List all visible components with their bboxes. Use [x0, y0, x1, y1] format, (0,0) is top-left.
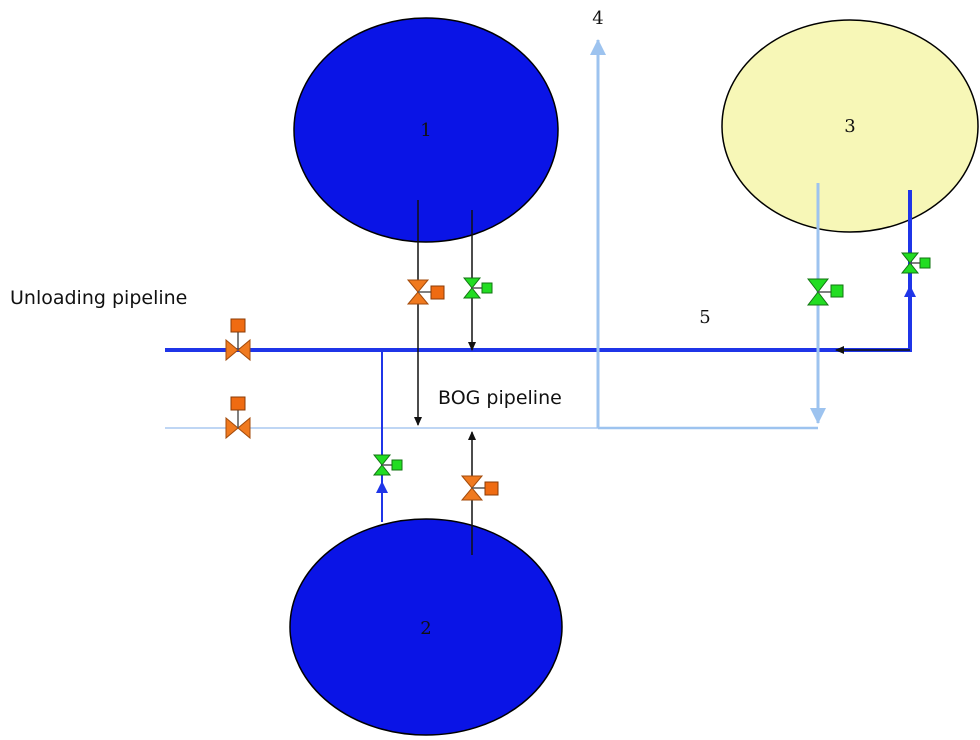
line-4-marker: 4: [592, 8, 603, 29]
tank-3-inlet-valve-icon: [901, 252, 931, 274]
tank-3: [721, 19, 979, 233]
bog-pipeline-label: BOG pipeline: [438, 387, 562, 409]
tank-3-outlet-valve-icon: [807, 278, 844, 306]
tank-1-feed-valve-icon: [463, 277, 493, 299]
tank-2: [289, 518, 563, 736]
tank-1: [293, 17, 559, 243]
tank-2-label: 2: [420, 618, 431, 639]
unloading-inlet-valve-icon: [225, 318, 251, 361]
bog-inlet-valve-icon: [225, 396, 251, 439]
tank-3-label: 3: [844, 116, 855, 137]
tank-1-outlet-valve-icon: [407, 279, 445, 305]
unloading-pipeline-label: Unloading pipeline: [10, 287, 187, 309]
tank-2-bog-valve-icon: [461, 475, 499, 501]
tank-1-label: 1: [420, 120, 431, 141]
line-5-marker: 5: [699, 307, 710, 328]
tank-2-feed-valve-icon: [373, 454, 403, 476]
